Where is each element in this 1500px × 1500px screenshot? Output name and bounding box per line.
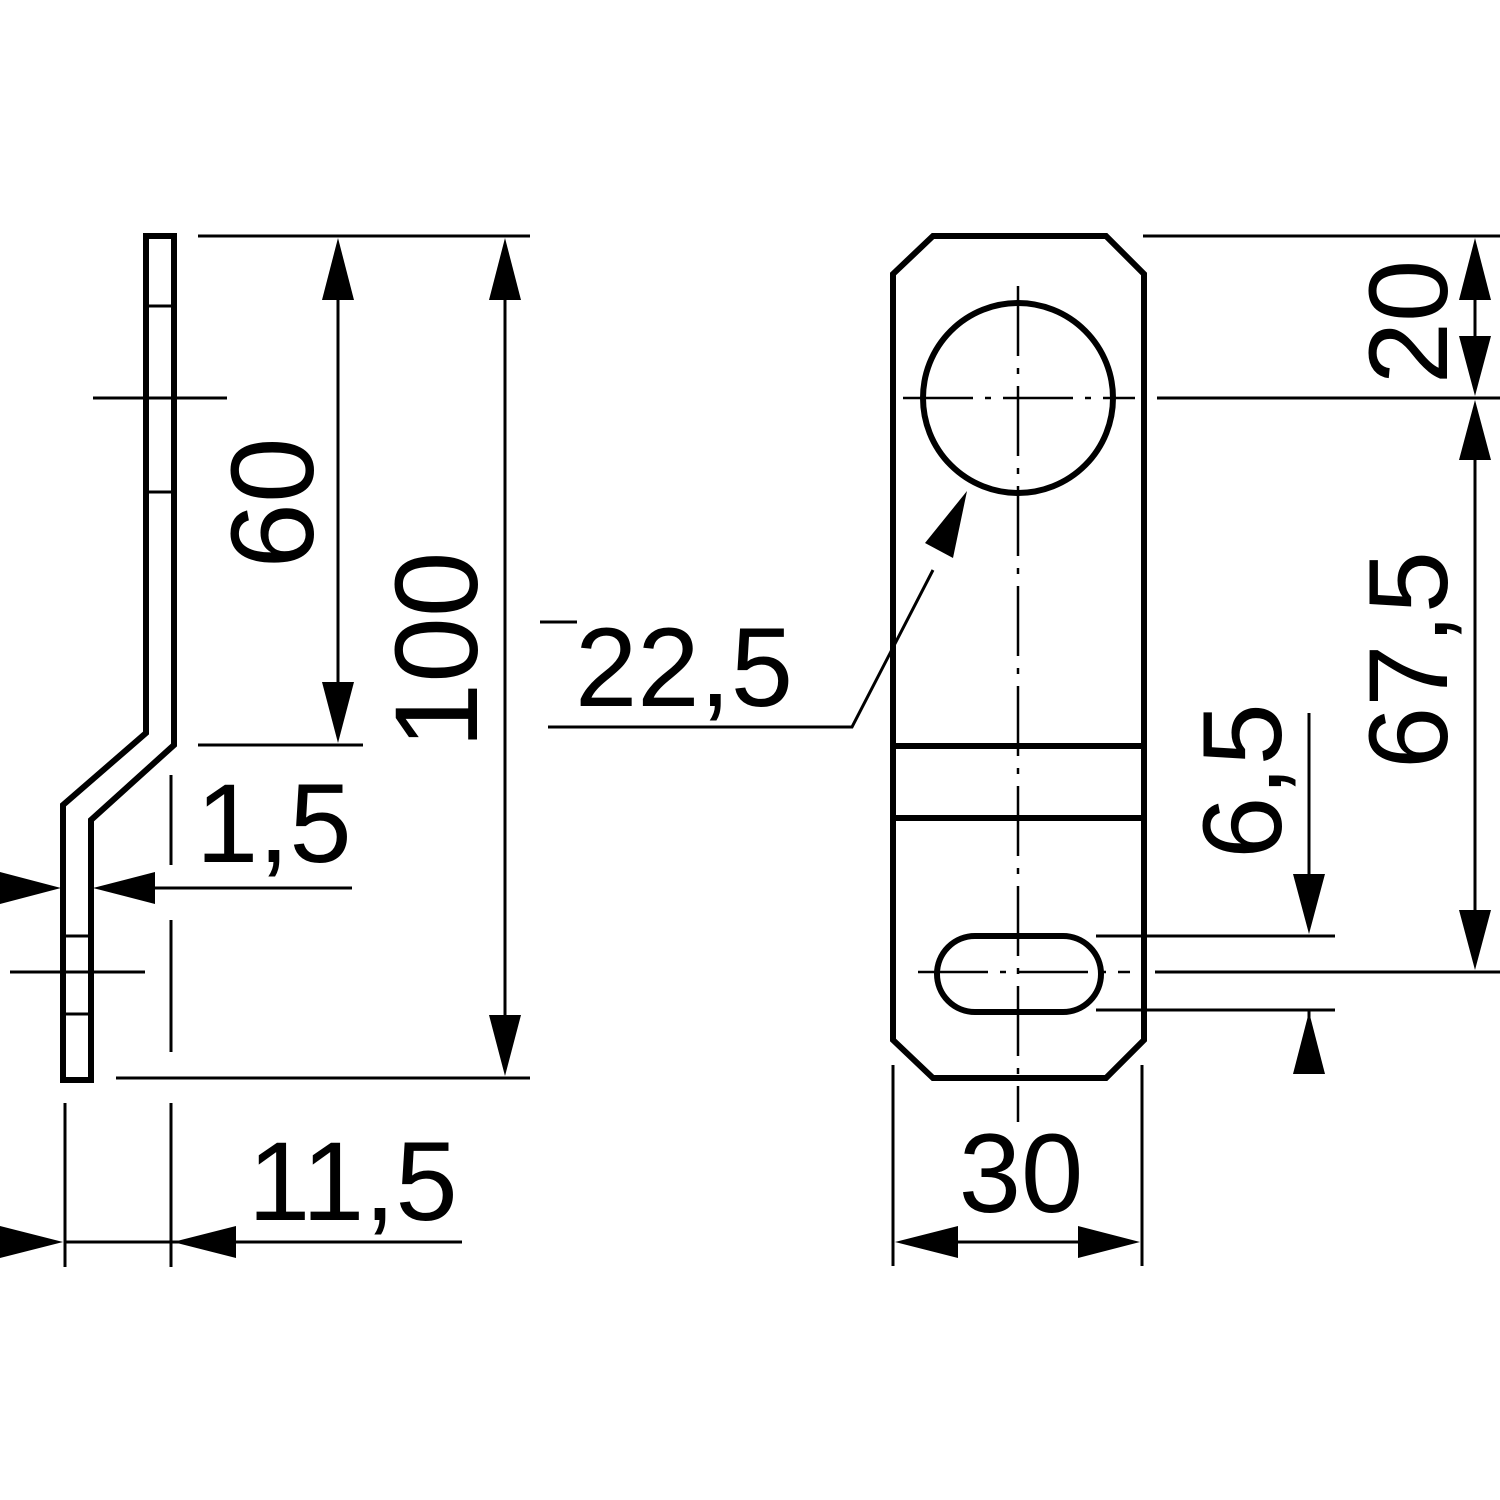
- dim-text-22-5: 22,5: [575, 605, 793, 730]
- arrowhead: [925, 491, 967, 558]
- arrowhead: [489, 1015, 521, 1076]
- leader-line-22-5: [548, 569, 935, 729]
- side-view-profile: [60, 233, 177, 1083]
- arrowhead: [1293, 874, 1325, 934]
- dim-text-60: 60: [207, 437, 339, 568]
- dim-text-1-5: 1,5: [196, 761, 352, 886]
- front-view-plate: [890, 233, 1147, 1081]
- dim-text-11-5: 11,5: [248, 1119, 458, 1244]
- arrowhead: [1459, 400, 1491, 460]
- arrowhead: [93, 872, 155, 904]
- front-view: 22,5 30 20 67,5 6,5: [540, 233, 1500, 1266]
- arrowhead: [489, 238, 521, 300]
- arrowhead: [1459, 238, 1491, 300]
- dim-text-100: 100: [371, 552, 503, 749]
- arrowhead: [1078, 1226, 1140, 1258]
- dim-text-30: 30: [959, 1111, 1084, 1236]
- arrowhead: [1459, 910, 1491, 970]
- arrowhead: [322, 682, 354, 743]
- arrowhead: [0, 1226, 63, 1258]
- arrowhead: [1293, 1012, 1325, 1074]
- arrowhead: [173, 1226, 236, 1258]
- dim-text-20: 20: [1346, 260, 1471, 385]
- dim-text-6-5: 6,5: [1180, 703, 1305, 859]
- arrowhead: [322, 238, 354, 300]
- arrowhead: [895, 1226, 958, 1258]
- dim-text-67-5: 67,5: [1346, 551, 1471, 769]
- arrowhead: [0, 872, 61, 904]
- side-view: 60 100 1,5 11,5: [0, 233, 530, 1267]
- arrowhead: [1459, 336, 1491, 396]
